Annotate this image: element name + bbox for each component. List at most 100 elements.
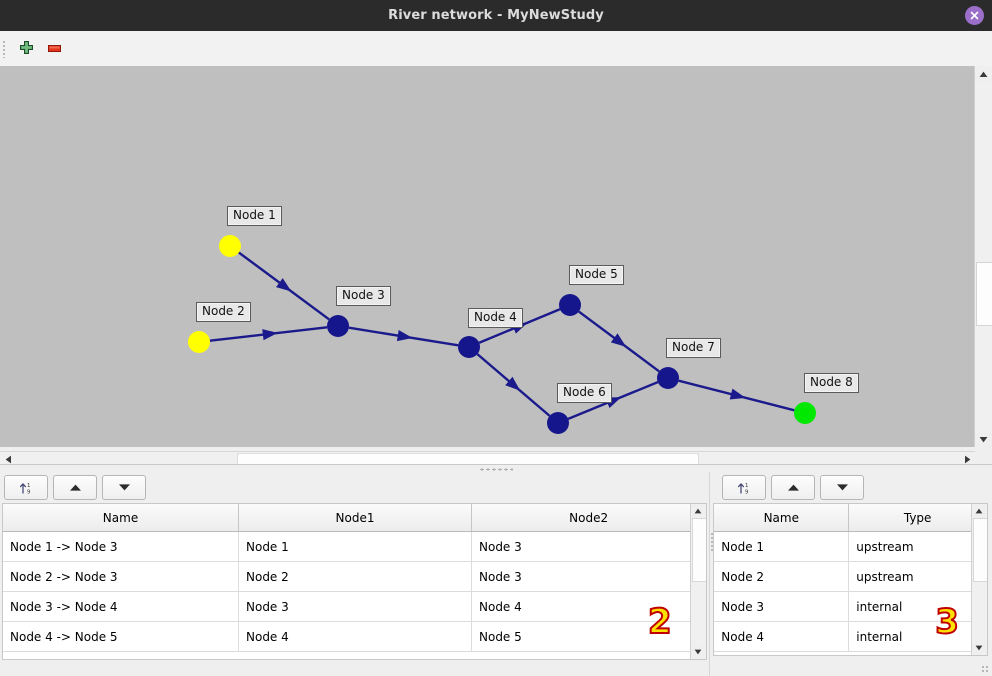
graph-node-label-node5[interactable]: Node 5 — [569, 265, 624, 285]
canvas-vertical-scrollbar[interactable] — [974, 66, 992, 447]
table-cell[interactable]: internal — [848, 591, 987, 622]
scroll-up-icon[interactable] — [691, 504, 706, 518]
canvas-vscroll-thumb[interactable] — [976, 262, 992, 326]
column-header-name[interactable]: Name — [3, 504, 239, 532]
table-cell[interactable]: Node 4 — [471, 591, 707, 622]
scroll-up-icon[interactable] — [972, 504, 986, 518]
table-cell[interactable]: internal — [848, 621, 987, 652]
table-cell[interactable]: upstream — [848, 561, 987, 592]
scroll-right-icon[interactable] — [959, 452, 975, 467]
table-cell[interactable]: Node 5 — [471, 621, 707, 652]
close-icon[interactable] — [965, 6, 984, 25]
graph-node-node6[interactable] — [547, 412, 569, 434]
table-cell[interactable]: Node 3 — [471, 561, 707, 592]
graph-node-node3[interactable] — [327, 315, 349, 337]
graph-node-label-node3[interactable]: Node 3 — [336, 286, 391, 306]
svg-text:9: 9 — [27, 489, 31, 495]
graph-node-label-node1[interactable]: Node 1 — [227, 206, 282, 226]
toolbar-drag-handle[interactable] — [2, 37, 12, 61]
nodes-scroll-thumb[interactable] — [973, 518, 988, 582]
sort-icon[interactable]: 1 9 — [722, 475, 767, 500]
table-cell[interactable]: Node 4 -> Node 5 — [3, 621, 239, 652]
graph-node-node5[interactable] — [559, 294, 581, 316]
remove-minus-icon[interactable] — [40, 35, 68, 63]
reaches-scroll-thumb[interactable] — [692, 518, 707, 582]
panel-splitter[interactable] — [0, 464, 992, 473]
add-plus-icon[interactable] — [12, 35, 40, 63]
arrow-up-icon[interactable] — [771, 475, 816, 500]
graph-node-node1[interactable] — [219, 235, 241, 257]
arrow-up-icon[interactable] — [53, 475, 97, 500]
table-cell[interactable]: Node 4 — [714, 621, 850, 652]
column-header-name[interactable]: Name — [714, 504, 850, 532]
svg-text:1: 1 — [27, 483, 30, 489]
table-cell[interactable]: upstream — [848, 531, 987, 562]
table-cell[interactable]: Node 1 -> Node 3 — [3, 531, 239, 562]
column-header-node2[interactable]: Node2 — [471, 504, 707, 532]
table-cell[interactable]: Node 3 — [714, 591, 850, 622]
svg-text:1: 1 — [745, 483, 748, 489]
svg-text:9: 9 — [745, 489, 749, 495]
graph-node-node4[interactable] — [458, 336, 480, 358]
scroll-down-icon[interactable] — [972, 641, 986, 655]
table-cell[interactable]: Node 2 — [714, 561, 850, 592]
graph-node-label-node2[interactable]: Node 2 — [196, 302, 251, 322]
splitter-grip — [479, 467, 513, 471]
column-header-node1[interactable]: Node1 — [238, 504, 472, 532]
main-toolbar — [0, 31, 992, 67]
edge-arrow-icon — [505, 376, 521, 391]
scroll-left-icon[interactable] — [0, 452, 16, 467]
scroll-down-icon[interactable] — [975, 431, 992, 447]
graph-node-label-node6[interactable]: Node 6 — [557, 383, 612, 403]
reaches-table-scrollbar[interactable] — [690, 504, 707, 659]
reaches-toolbar: 1 9 — [0, 472, 709, 503]
panel-drag-handle[interactable] — [710, 532, 715, 552]
graph-node-node7[interactable] — [657, 367, 679, 389]
table-cell[interactable]: Node 2 -> Node 3 — [3, 561, 239, 592]
edge-arrow-icon — [396, 330, 413, 342]
graph-node-label-node8[interactable]: Node 8 — [804, 373, 859, 393]
table-cell[interactable]: Node 2 — [238, 561, 472, 592]
nodes-toolbar: 1 9 — [710, 472, 992, 503]
scroll-up-icon[interactable] — [975, 66, 992, 82]
edge-arrow-icon — [276, 278, 292, 292]
sort-icon[interactable]: 1 9 — [4, 475, 48, 500]
table-cell[interactable]: Node 3 -> Node 4 — [3, 591, 239, 622]
graph-node-label-node4[interactable]: Node 4 — [468, 308, 523, 328]
canvas-vscroll-track[interactable] — [975, 82, 992, 431]
graph-node-label-node7[interactable]: Node 7 — [666, 338, 721, 358]
arrow-down-icon[interactable] — [820, 475, 865, 500]
edge-arrow-icon — [262, 329, 278, 341]
edge-arrow-icon — [729, 388, 746, 400]
table-cell[interactable]: Node 1 — [238, 531, 472, 562]
column-header-type[interactable]: Type — [848, 504, 987, 532]
table-cell[interactable]: Node 3 — [238, 591, 472, 622]
table-cell[interactable]: Node 3 — [471, 531, 707, 562]
table-cell[interactable]: Node 4 — [238, 621, 472, 652]
scrollbar-corner — [975, 447, 992, 464]
arrow-down-icon[interactable] — [102, 475, 146, 500]
graph-node-node8[interactable] — [794, 402, 816, 424]
nodes-table-scrollbar[interactable] — [971, 504, 988, 655]
graph-node-node2[interactable] — [188, 331, 210, 353]
scroll-down-icon[interactable] — [691, 645, 706, 659]
resize-grip[interactable] — [981, 665, 990, 674]
river-network-diagram[interactable]: Node 1 Node 2 Node 3 Node 4 Node 5 Node 6 Node… — [0, 66, 975, 447]
table-cell[interactable]: Node 1 — [714, 531, 850, 562]
